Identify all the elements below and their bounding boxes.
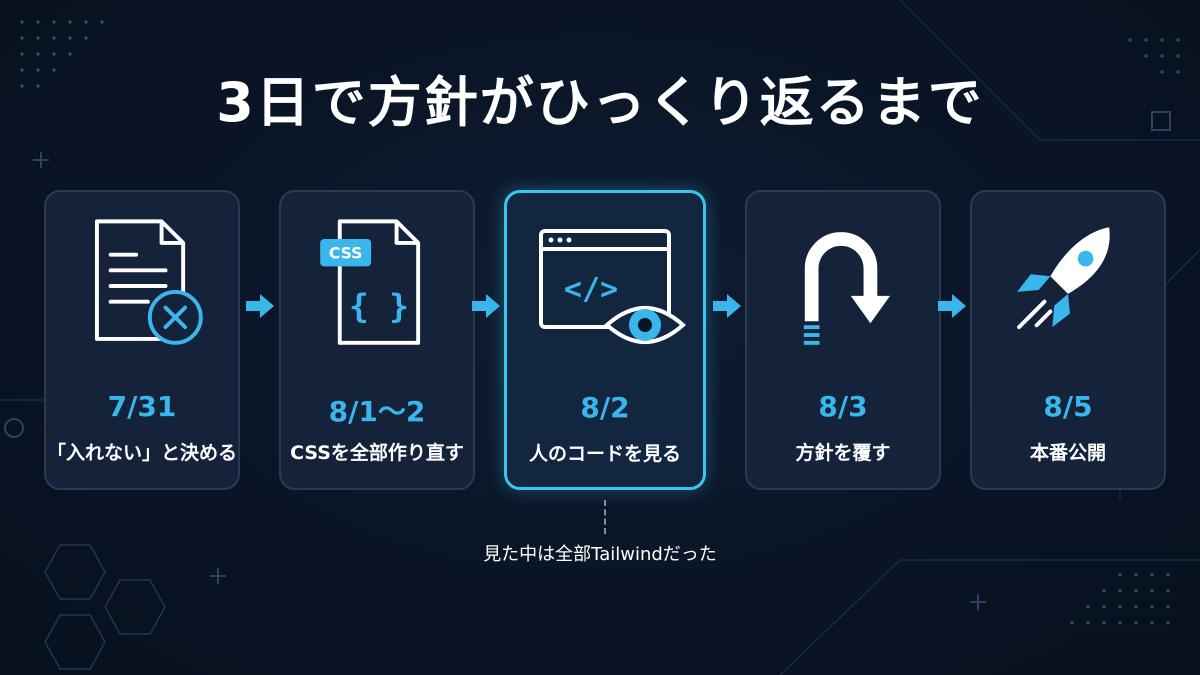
- arrow-right-icon: [472, 294, 500, 318]
- step-label: 方針を覆す: [795, 442, 891, 464]
- arrow-right-icon: [246, 294, 274, 318]
- step-label: CSSを全部作り直す: [290, 442, 464, 464]
- css-badge-text: CSS: [329, 244, 363, 263]
- arrow-right-icon: [713, 294, 741, 318]
- page-title: 3日で方針がひっくり返るまで: [216, 71, 984, 134]
- step-date: 8/5: [1043, 390, 1093, 423]
- step-date: 8/3: [818, 390, 868, 423]
- deco-square: [1151, 111, 1171, 131]
- note-connector: [604, 500, 606, 534]
- step-card-1: 7/31 「入れない」と決める: [44, 190, 240, 490]
- plus-marks: [33, 152, 986, 610]
- step-label: 本番公開: [1029, 442, 1106, 464]
- document-x-icon: [94, 219, 203, 345]
- hexagon-pattern: [44, 544, 166, 670]
- dot-grid-top-left: [20, 20, 104, 88]
- u-turn-icon: [803, 232, 891, 345]
- code-tag-text: </>: [564, 272, 618, 307]
- step-card-2: CSS { } 8/1〜2 CSSを全部作り直す: [279, 190, 475, 490]
- step-date: 8/2: [580, 391, 630, 424]
- code-eye-icon: </>: [539, 229, 687, 344]
- step-card-5: 8/5 本番公開: [970, 190, 1166, 490]
- step-label: 「入れない」と決める: [46, 442, 237, 464]
- step-label: 人のコードを見る: [528, 443, 681, 465]
- dot-grid-top-right: [1128, 38, 1180, 74]
- dot-grid-bottom-right: [1070, 573, 1170, 625]
- step-card-3: </> 8/2 人のコードを見る: [504, 190, 706, 490]
- braces-text: { }: [349, 286, 409, 325]
- step-card-4: 8/3 方針を覆す: [745, 190, 941, 490]
- arrow-right-icon: [938, 294, 966, 318]
- deco-circle: [4, 418, 24, 438]
- css-file-icon: CSS { }: [320, 219, 421, 345]
- step-date: 7/31: [107, 390, 177, 423]
- step-date: 8/1〜2: [328, 395, 426, 428]
- annotation-note: 見た中は全部Tailwindだった: [483, 544, 717, 565]
- rocket-icon: [1017, 227, 1110, 330]
